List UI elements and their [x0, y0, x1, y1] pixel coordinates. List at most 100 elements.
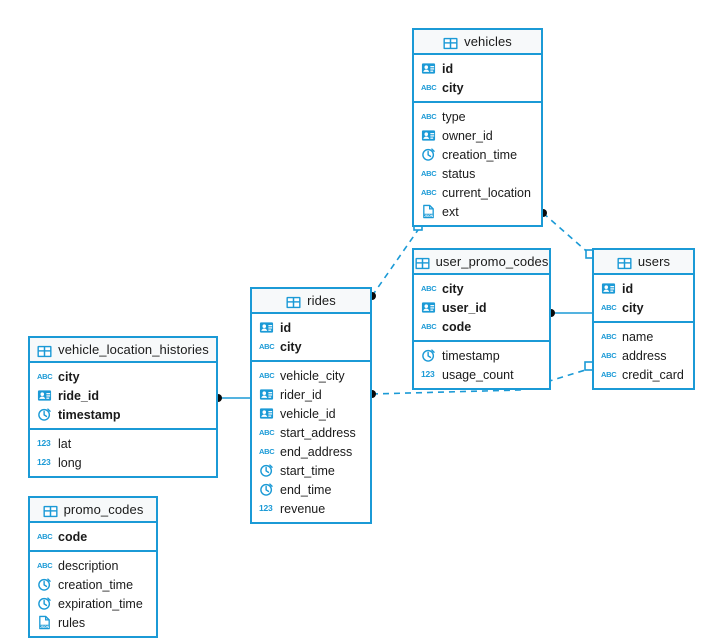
column-label: city	[442, 80, 464, 95]
column-row[interactable]: id	[594, 279, 693, 298]
abc-text-icon: ABC	[601, 332, 617, 341]
abc-text-icon: ABC	[601, 351, 617, 360]
json-icon: JSON	[37, 615, 52, 630]
key-id-icon	[37, 388, 52, 403]
column-label: end_address	[280, 444, 353, 459]
column-row[interactable]: rider_id	[252, 385, 370, 404]
column-label: name	[622, 329, 654, 344]
table-header-vehicle_location_histories[interactable]: vehicle_location_histories	[30, 338, 216, 363]
column-label: city	[58, 369, 80, 384]
column-label: user_id	[442, 300, 487, 315]
column-row[interactable]: ABC name	[594, 327, 693, 346]
table-header-user_promo_codes[interactable]: user_promo_codes	[414, 250, 549, 275]
column-label: lat	[58, 436, 72, 451]
table-icon	[617, 256, 632, 269]
column-label: creation_time	[58, 577, 134, 592]
column-label: city	[280, 339, 302, 354]
column-row[interactable]: creation_time	[414, 145, 541, 164]
column-row[interactable]: end_time	[252, 480, 370, 499]
abc-text-icon: ABC	[259, 428, 275, 437]
column-row[interactable]: start_time	[252, 461, 370, 480]
abc-text-icon: ABC	[421, 169, 437, 178]
column-row[interactable]: timestamp	[414, 346, 549, 365]
svg-text:JSON: JSON	[40, 625, 50, 629]
key-id-icon	[259, 320, 274, 335]
column-row[interactable]: expiration_time	[30, 594, 156, 613]
column-label: status	[442, 166, 476, 181]
number-icon: 123	[259, 503, 273, 513]
clock-icon	[37, 407, 52, 422]
table-icon	[443, 36, 458, 49]
table-header-vehicles[interactable]: vehicles	[414, 30, 541, 55]
column-label: expiration_time	[58, 596, 143, 611]
clock-icon	[37, 596, 52, 611]
column-label: code	[442, 319, 472, 334]
clock-icon	[37, 577, 52, 592]
column-row[interactable]: id	[252, 318, 370, 337]
clock-icon	[421, 147, 436, 162]
table-header-promo_codes[interactable]: promo_codes	[30, 498, 156, 523]
column-row[interactable]: ABC address	[594, 346, 693, 365]
abc-text-icon: ABC	[37, 532, 53, 541]
column-row[interactable]: timestamp	[30, 405, 216, 424]
column-label: address	[622, 348, 667, 363]
column-label: rules	[58, 615, 86, 630]
column-row[interactable]: user_id	[414, 298, 549, 317]
column-row[interactable]: id	[414, 59, 541, 78]
column-label: description	[58, 558, 119, 573]
number-icon: 123	[37, 457, 51, 467]
column-row[interactable]: owner_id	[414, 126, 541, 145]
column-row[interactable]: ABC status	[414, 164, 541, 183]
abc-text-icon: ABC	[601, 370, 617, 379]
column-label: city	[622, 300, 644, 315]
table-icon	[37, 344, 52, 357]
column-row[interactable]: vehicle_id	[252, 404, 370, 423]
table-title: promo_codes	[63, 502, 144, 517]
relationship-vehicle-location-histories-to-rides	[214, 394, 250, 402]
table-header-users[interactable]: users	[594, 250, 693, 275]
key-id-icon	[259, 406, 274, 421]
key-id-icon	[259, 387, 274, 402]
column-label: owner_id	[442, 128, 493, 143]
table-title: rides	[307, 293, 336, 308]
column-row[interactable]: JSON rules	[30, 613, 156, 632]
clock-icon	[421, 348, 436, 363]
column-row[interactable]: ride_id	[30, 386, 216, 405]
column-label: rider_id	[280, 387, 322, 402]
column-row[interactable]: creation_time	[30, 575, 156, 594]
table-header-rides[interactable]: rides	[252, 289, 370, 314]
table-title: user_promo_codes	[435, 254, 549, 269]
